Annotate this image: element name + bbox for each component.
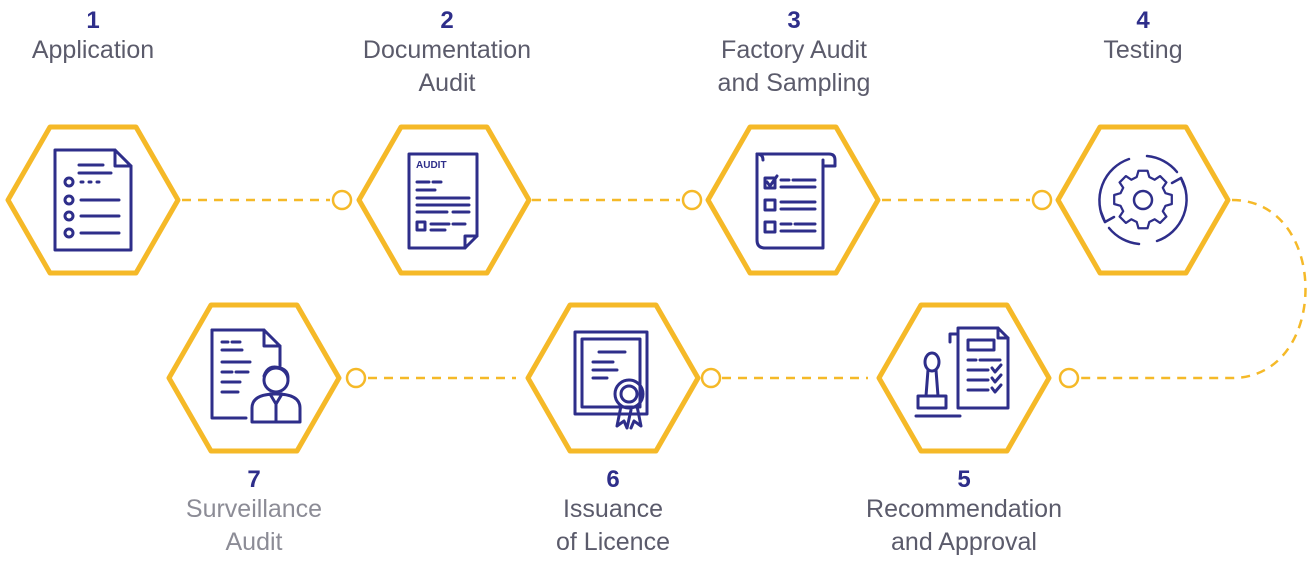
audit-document-icon: AUDIT xyxy=(407,152,479,250)
hexagon-step-6 xyxy=(525,302,701,454)
gear-cycle-icon xyxy=(1098,154,1188,246)
step-title: Recommendation and Approval xyxy=(866,495,1062,556)
step-5-label: 5 Recommendation and Approval xyxy=(844,467,1084,559)
surveillance-person-icon xyxy=(210,328,302,424)
step-3-label: 3 Factory Audit and Sampling xyxy=(674,8,914,100)
connector-nodes xyxy=(331,189,1080,389)
checklist-icon xyxy=(755,152,837,250)
step-1-label: 1 Application xyxy=(0,8,213,67)
step-number: 1 xyxy=(86,7,100,34)
node-circle xyxy=(1058,367,1080,389)
step-6-label: 6 Issuance of Licence xyxy=(493,467,733,559)
stamp-approval-icon xyxy=(914,326,1010,418)
node-circle xyxy=(681,189,703,211)
step-4-label: 4 Testing xyxy=(1023,8,1263,67)
step-number: 3 xyxy=(787,7,801,34)
step-title: Testing xyxy=(1103,36,1183,64)
step-number: 7 xyxy=(247,466,261,493)
application-form-icon xyxy=(53,148,133,252)
hexagon-step-4 xyxy=(1055,124,1231,276)
node-circle xyxy=(700,367,722,389)
step-number: 2 xyxy=(440,7,454,34)
hexagon-step-2 xyxy=(356,124,532,276)
certificate-icon xyxy=(573,330,649,430)
node-circle xyxy=(331,189,353,211)
connector-4-5 xyxy=(1080,198,1307,380)
node-circle xyxy=(345,367,367,389)
step-number: 4 xyxy=(1136,7,1150,34)
step-title: Issuance of Licence xyxy=(556,495,670,556)
step-title: Documentation Audit xyxy=(362,36,532,97)
step-title: Surveillance Audit xyxy=(185,495,323,556)
node-circle xyxy=(1031,189,1053,211)
step-title: Factory Audit and Sampling xyxy=(717,36,871,97)
step-title: Application xyxy=(31,36,155,64)
step-number: 5 xyxy=(957,466,971,493)
audit-header-text: AUDIT xyxy=(416,160,447,171)
step-number: 6 xyxy=(606,466,620,493)
step-2-label: 2 Documentation Audit xyxy=(327,8,567,100)
connectors xyxy=(182,198,1307,380)
step-7-label: 7 Surveillance Audit xyxy=(134,467,374,559)
hexagon-step-7 xyxy=(166,302,342,454)
hexagon-step-3 xyxy=(705,124,881,276)
